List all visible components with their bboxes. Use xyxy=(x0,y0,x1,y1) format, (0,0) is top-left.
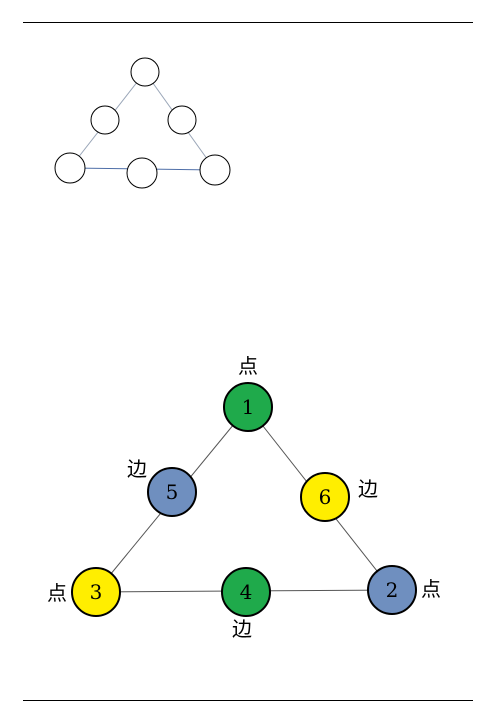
node-6-number: 6 xyxy=(319,485,332,509)
blank-circle xyxy=(126,157,158,189)
node-1-number: 1 xyxy=(242,395,255,419)
node-5-number: 5 xyxy=(166,480,179,504)
node-4-circle xyxy=(221,567,271,617)
node-1-circle xyxy=(223,382,273,432)
blank-circle xyxy=(167,105,197,135)
node-5-circle xyxy=(147,467,197,517)
node-1-tag: 点 xyxy=(238,354,258,378)
blank-circle xyxy=(130,57,160,87)
bottom-rule xyxy=(23,700,473,701)
blank-circle xyxy=(54,152,86,184)
labeled-triangle: 1 点 5 边 6 边 3 点 4 边 2 点 xyxy=(47,354,441,641)
blank-circle xyxy=(90,105,120,135)
node-3-tag: 点 xyxy=(47,581,67,605)
node-6-circle xyxy=(300,472,350,522)
node-5-tag: 边 xyxy=(127,457,147,481)
top-rule xyxy=(23,22,473,23)
node-2-number: 2 xyxy=(386,578,399,602)
node-4-tag: 边 xyxy=(232,617,252,641)
node-3-circle xyxy=(71,567,121,617)
blank-triangle xyxy=(54,57,231,189)
blank-circle xyxy=(199,154,231,186)
node-2-tag: 点 xyxy=(421,577,441,601)
node-3-number: 3 xyxy=(90,580,103,604)
node-4-number: 4 xyxy=(240,580,253,604)
node-2-circle xyxy=(367,565,417,615)
node-6-tag: 边 xyxy=(358,477,378,501)
